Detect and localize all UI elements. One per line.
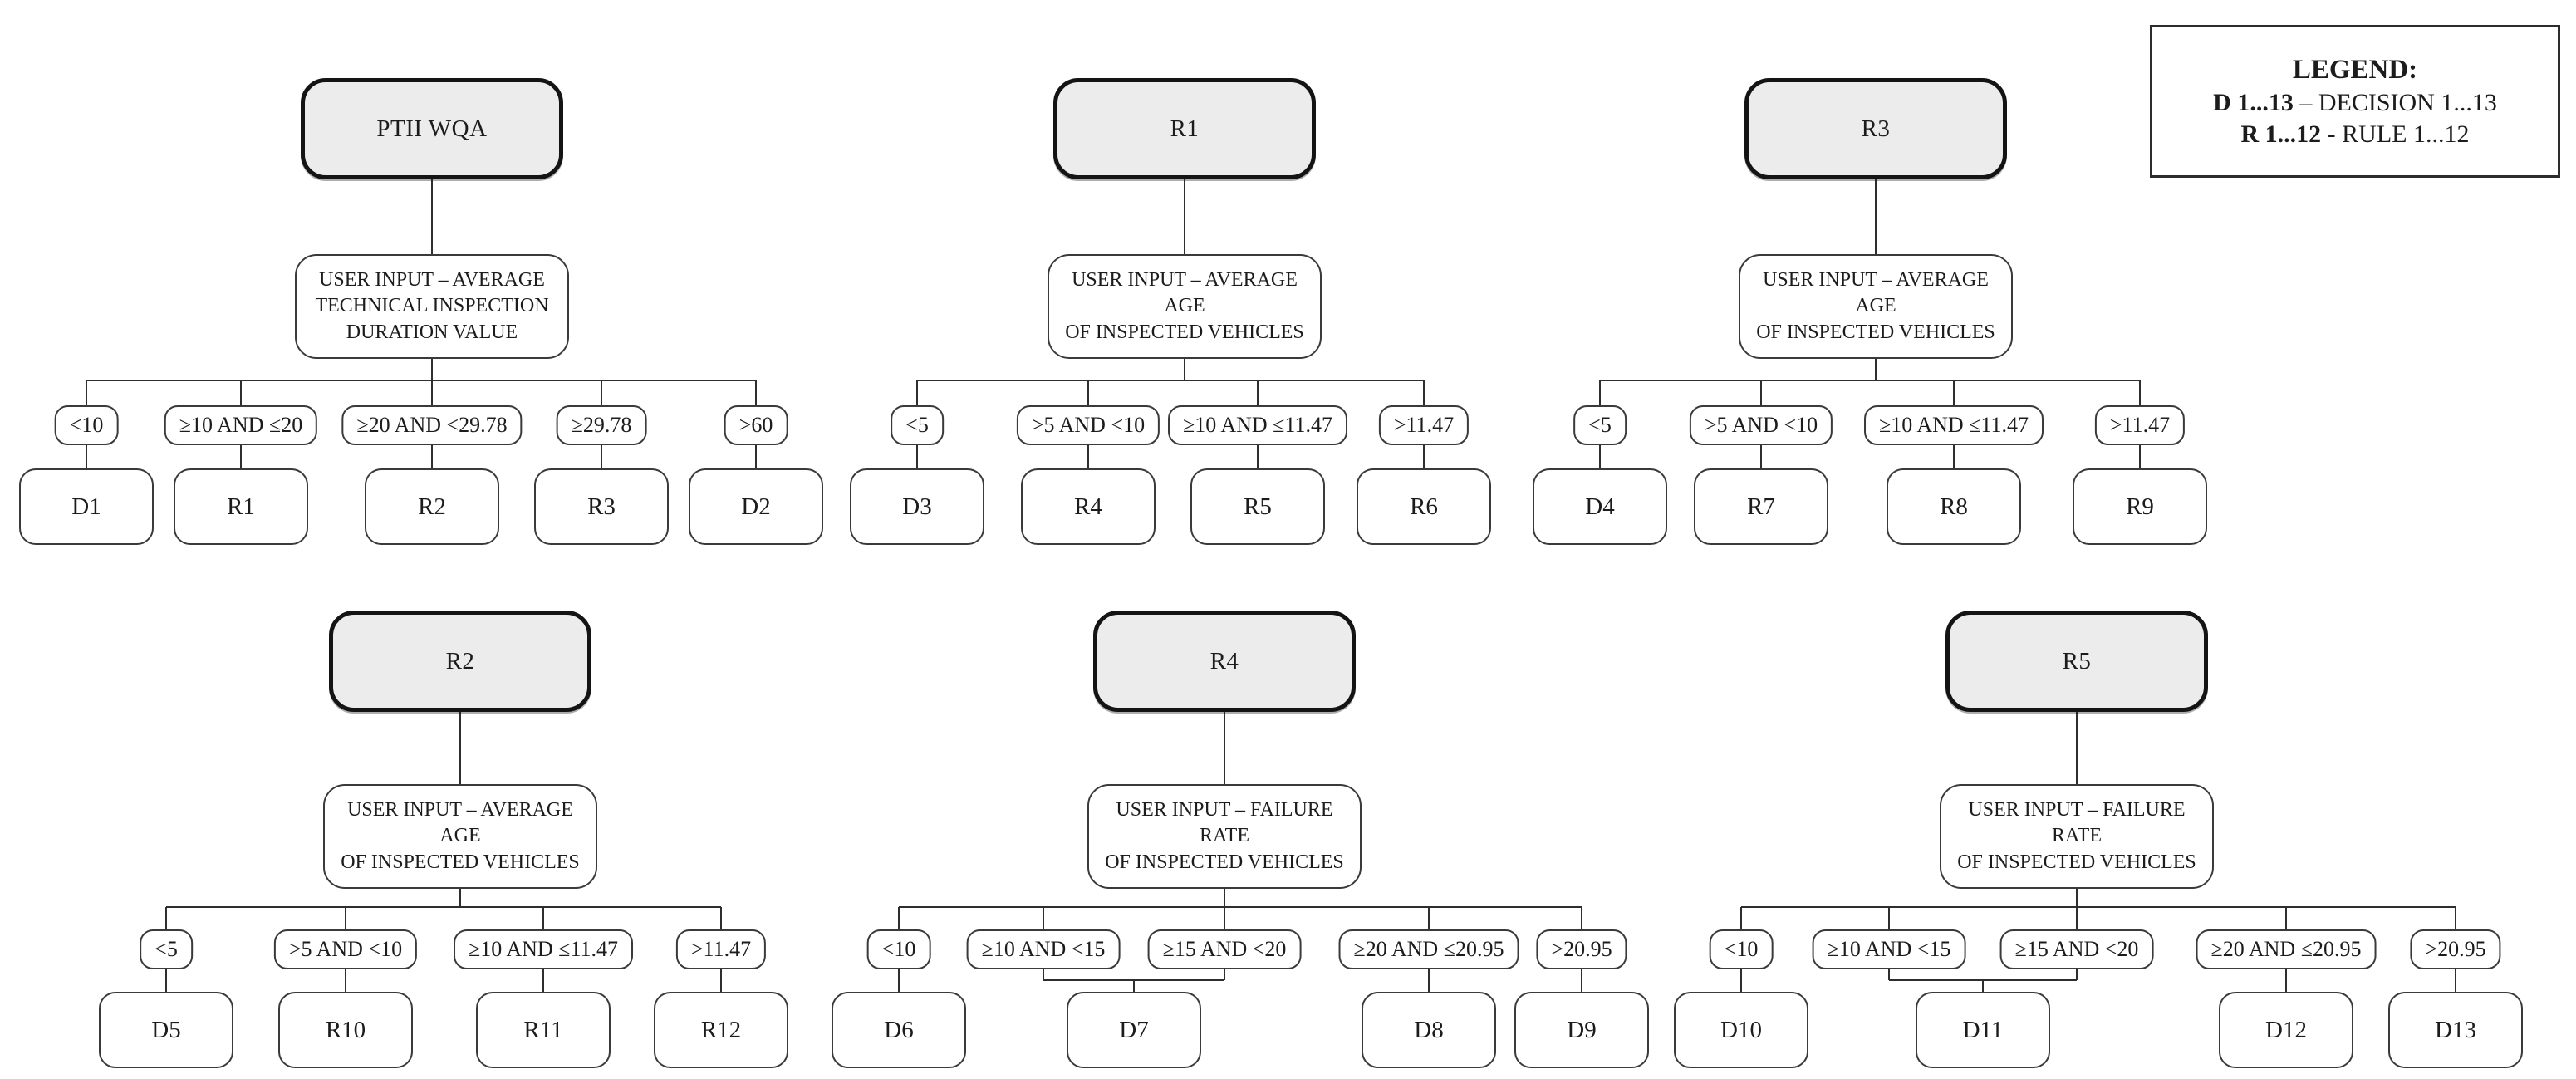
outcome-node-r5-d11: D11	[1916, 992, 2050, 1068]
condition-node-r3-3: >11.47	[2094, 405, 2186, 445]
outcome-node-r1-r6: R6	[1357, 468, 1491, 545]
condition-node-r5-1: ≥10 AND <15	[1812, 929, 1966, 969]
outcome-node-r4-d7: D7	[1067, 992, 1201, 1068]
condition-node-r5-3: ≥20 AND ≤20.95	[2196, 929, 2377, 969]
legend-key-decision: D 1...13	[2213, 88, 2294, 116]
root-node-r1: R1	[1053, 78, 1316, 179]
condition-node-ptii-wqa-1: ≥10 AND ≤20	[164, 405, 318, 445]
condition-node-r1-3: >11.47	[1378, 405, 1470, 445]
root-node-r5: R5	[1945, 611, 2208, 712]
condition-node-r5-2: ≥15 AND <20	[1999, 929, 2154, 969]
outcome-node-r2-r12: R12	[654, 992, 788, 1068]
condition-node-r4-2: ≥15 AND <20	[1147, 929, 1302, 969]
condition-node-r1-2: ≥10 AND ≤11.47	[1168, 405, 1347, 445]
condition-node-r3-0: <5	[1573, 405, 1627, 445]
condition-node-r2-2: ≥10 AND ≤11.47	[454, 929, 633, 969]
outcome-node-r2-d5: D5	[99, 992, 233, 1068]
outcome-node-r3-r9: R9	[2073, 468, 2207, 545]
condition-node-r2-1: >5 AND <10	[273, 929, 418, 969]
condition-node-r3-1: >5 AND <10	[1689, 405, 1833, 445]
outcome-node-r3-r8: R8	[1887, 468, 2021, 545]
outcome-node-r1-d3: D3	[850, 468, 984, 545]
input-node-r5: USER INPUT – FAILURE RATE OF INSPECTED V…	[1940, 784, 2214, 889]
condition-node-ptii-wqa-2: ≥20 AND <29.78	[341, 405, 523, 445]
root-node-r3: R3	[1744, 78, 2007, 179]
outcome-node-ptii-wqa-r3: R3	[534, 468, 669, 545]
input-node-r3: USER INPUT – AVERAGE AGE OF INSPECTED VE…	[1739, 254, 2013, 359]
outcome-node-ptii-wqa-d1: D1	[19, 468, 154, 545]
condition-node-ptii-wqa-3: ≥29.78	[556, 405, 647, 445]
input-node-ptii-wqa: USER INPUT – AVERAGE TECHNICAL INSPECTIO…	[295, 254, 569, 359]
root-node-ptii-wqa: PTII WQA	[301, 78, 563, 179]
outcome-node-r3-r7: R7	[1694, 468, 1828, 545]
outcome-node-ptii-wqa-r2: R2	[365, 468, 499, 545]
condition-node-r4-3: ≥20 AND ≤20.95	[1338, 929, 1519, 969]
input-node-r1: USER INPUT – AVERAGE AGE OF INSPECTED VE…	[1048, 254, 1322, 359]
legend-desc-rule: - RULE 1...12	[2321, 120, 2470, 148]
outcome-node-r1-r5: R5	[1190, 468, 1325, 545]
outcome-node-r2-r10: R10	[278, 992, 413, 1068]
condition-node-r3-2: ≥10 AND ≤11.47	[1864, 405, 2044, 445]
outcome-node-ptii-wqa-r1: R1	[174, 468, 308, 545]
condition-node-r1-0: <5	[891, 405, 944, 445]
outcome-node-r4-d8: D8	[1362, 992, 1496, 1068]
outcome-node-r5-d13: D13	[2388, 992, 2523, 1068]
input-node-r2: USER INPUT – AVERAGE AGE OF INSPECTED VE…	[323, 784, 597, 889]
condition-node-r1-1: >5 AND <10	[1016, 405, 1160, 445]
condition-node-r2-0: <5	[140, 929, 193, 969]
condition-node-r2-3: >11.47	[675, 929, 767, 969]
outcome-node-r5-d10: D10	[1674, 992, 1808, 1068]
legend: LEGEND: D 1...13 – DECISION 1...13 R 1..…	[2150, 25, 2560, 178]
outcome-node-r1-r4: R4	[1021, 468, 1156, 545]
root-node-r4: R4	[1093, 611, 1356, 712]
outcome-node-r2-r11: R11	[476, 992, 611, 1068]
legend-entry-decision: D 1...13 – DECISION 1...13	[2213, 89, 2497, 117]
condition-node-ptii-wqa-0: <10	[54, 405, 119, 445]
outcome-node-r4-d6: D6	[832, 992, 966, 1068]
input-node-r4: USER INPUT – FAILURE RATE OF INSPECTED V…	[1087, 784, 1362, 889]
outcome-node-r4-d9: D9	[1514, 992, 1649, 1068]
outcome-node-r5-d12: D12	[2219, 992, 2353, 1068]
legend-entry-rule: R 1...12 - RULE 1...12	[2241, 120, 2470, 149]
condition-node-r4-4: >20.95	[1536, 929, 1627, 969]
condition-node-r5-4: >20.95	[2410, 929, 2501, 969]
condition-node-r4-1: ≥10 AND <15	[966, 929, 1121, 969]
root-node-r2: R2	[329, 611, 591, 712]
outcome-node-ptii-wqa-d2: D2	[689, 468, 823, 545]
legend-title: LEGEND:	[2292, 54, 2418, 85]
outcome-node-r3-d4: D4	[1533, 468, 1667, 545]
condition-node-ptii-wqa-4: >60	[724, 405, 788, 445]
legend-key-rule: R 1...12	[2240, 120, 2322, 148]
legend-desc-decision: – DECISION 1...13	[2293, 88, 2497, 116]
condition-node-r5-0: <10	[1709, 929, 1774, 969]
condition-node-r4-0: <10	[866, 929, 931, 969]
